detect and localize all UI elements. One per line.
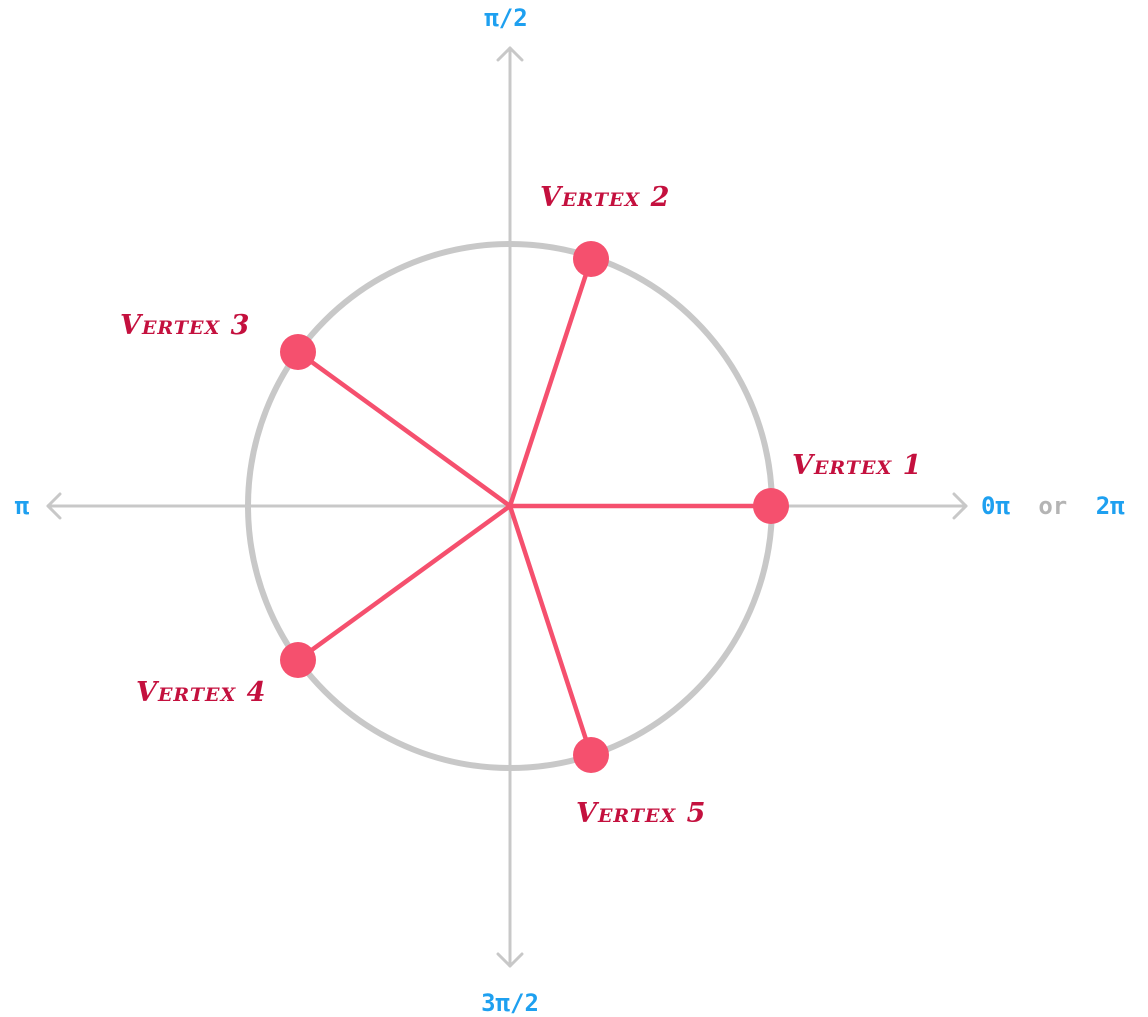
axis-arrow-down bbox=[496, 952, 524, 968]
axis-label-top: π/2 bbox=[484, 4, 527, 32]
vertex-dots bbox=[280, 241, 789, 773]
vertex-2-dot bbox=[573, 241, 609, 277]
vertex-2-label: Vertex 2 bbox=[540, 182, 670, 213]
axis-label-right: 0π or 2π bbox=[981, 492, 1125, 520]
spoke-vertex-5 bbox=[507, 503, 594, 758]
spokes bbox=[295, 256, 774, 758]
axis-label-right-start: 0π bbox=[981, 492, 1010, 520]
spoke-vertex-3 bbox=[295, 349, 513, 509]
axis-label-right-end: 2π bbox=[1096, 492, 1125, 520]
vertex-5-label: Vertex 5 bbox=[576, 798, 706, 829]
axis-arrow-up bbox=[496, 46, 524, 62]
vertex-4-dot bbox=[280, 642, 316, 678]
vertex-4-label: Vertex 4 bbox=[136, 677, 266, 708]
vertex-1-label: Vertex 1 bbox=[792, 450, 922, 481]
axis-label-bottom: 3π/2 bbox=[481, 989, 539, 1017]
vertex-1-dot bbox=[753, 488, 789, 524]
vertex-3-dot bbox=[280, 334, 316, 370]
axis-label-left: π bbox=[15, 492, 30, 520]
spoke-vertex-4 bbox=[295, 503, 513, 663]
axis-label-right-or: or bbox=[1038, 492, 1067, 520]
axis-arrow-left bbox=[46, 492, 62, 520]
vertex-5-dot bbox=[573, 737, 609, 773]
vertex-3-label: Vertex 3 bbox=[120, 310, 250, 341]
spoke-vertex-2 bbox=[507, 256, 594, 509]
axis-arrow-right bbox=[952, 492, 968, 520]
